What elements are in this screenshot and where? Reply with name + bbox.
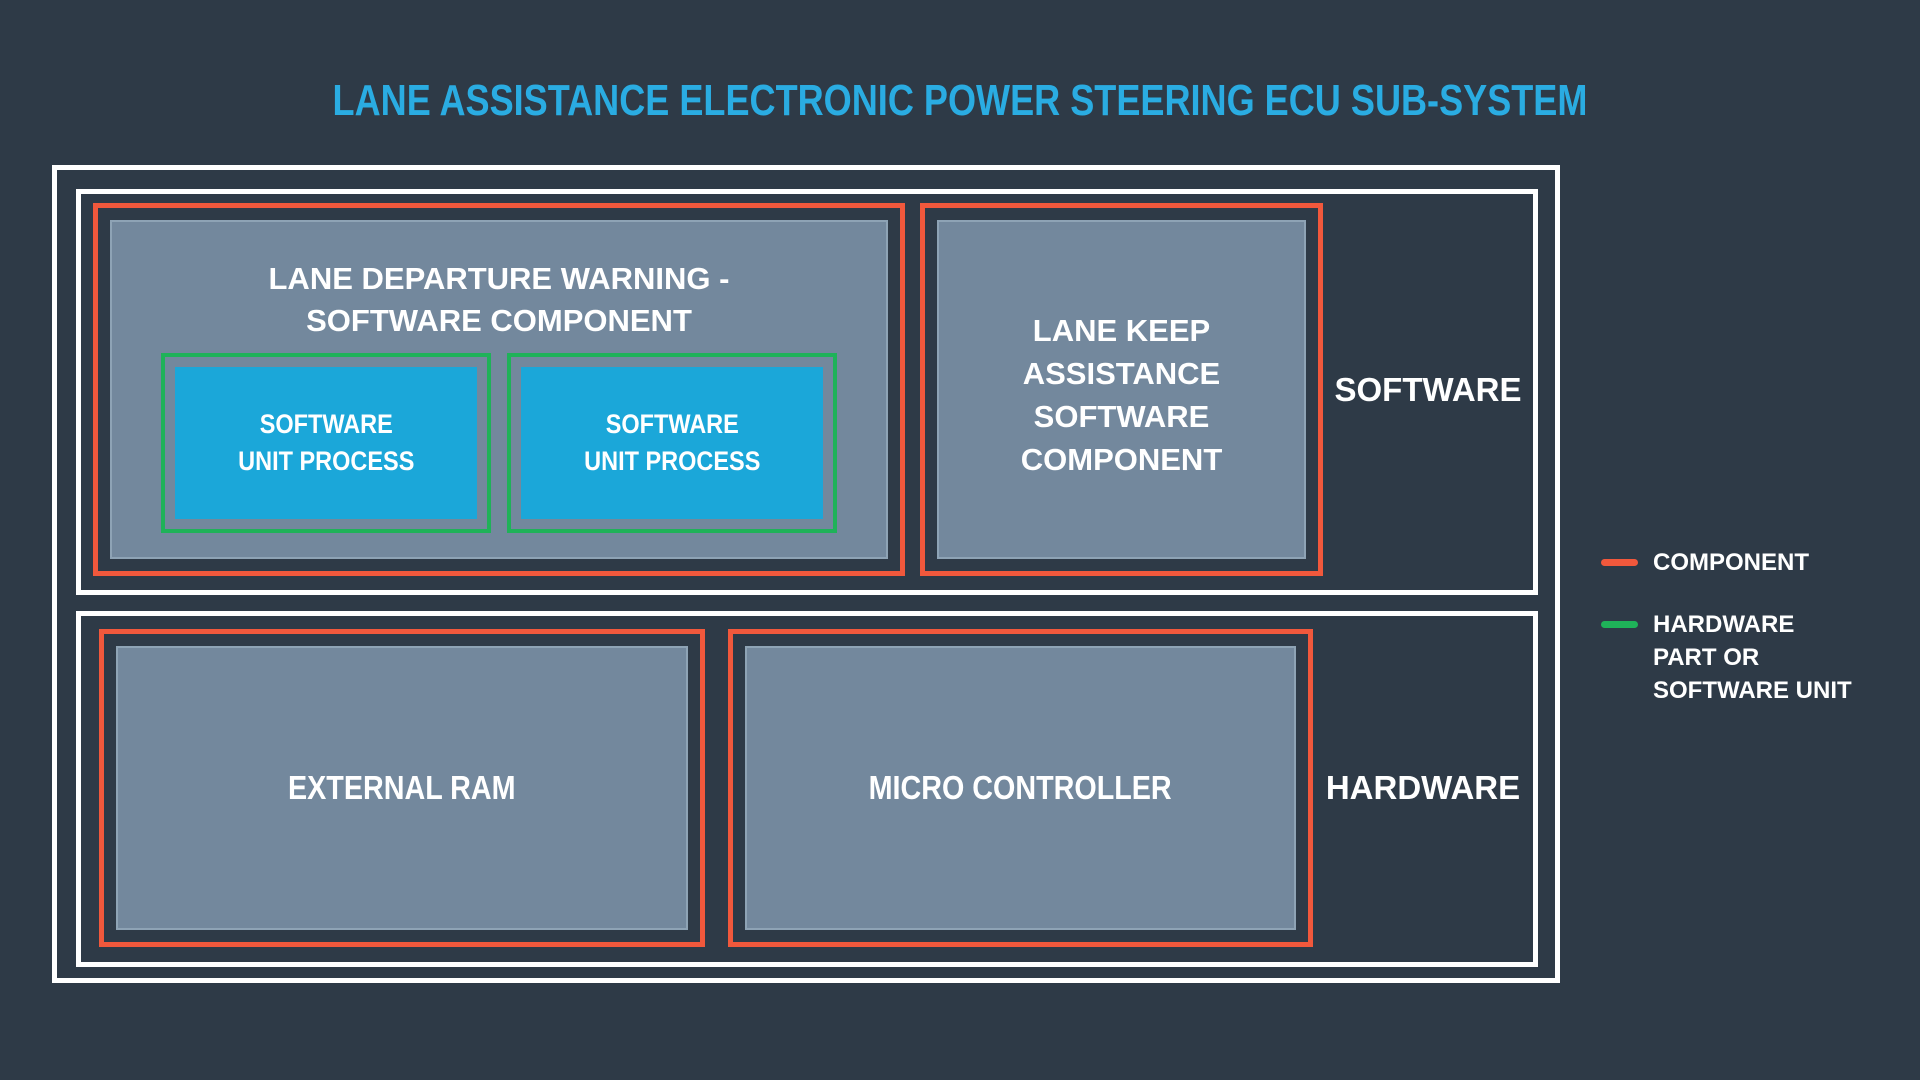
external-ram-label: EXTERNAL RAM [288, 769, 516, 806]
unit-color-swatch [1601, 621, 1638, 628]
lane-keep-assistance-block: LANE KEEP ASSISTANCE SOFTWARE COMPONENT [937, 220, 1306, 559]
label-line: LANE KEEP [1032, 312, 1211, 348]
software-section-label: SOFTWARE [1334, 370, 1522, 408]
software-unit-process-1-label: SOFTWARE UNIT PROCESS [238, 406, 414, 480]
label-line: COMPONENT [1020, 441, 1223, 477]
legend-item-component: COMPONENT [1601, 546, 1901, 579]
software-units-row: SOFTWARE UNIT PROCESS SOFTWARE UNIT PROC… [112, 353, 886, 533]
label-line: PART OR [1653, 644, 1760, 671]
micro-controller-component: MICRO CONTROLLER [728, 629, 1313, 947]
software-unit-process-2-label: SOFTWARE UNIT PROCESS [584, 406, 760, 480]
label-line: ASSISTANCE [1022, 355, 1221, 391]
label-line: SOFTWARE COMPONENT [306, 303, 692, 338]
software-unit-process-1: SOFTWARE UNIT PROCESS [161, 353, 491, 533]
label-line: SOFTWARE [259, 409, 393, 439]
legend-label-unit: HARDWARE PART OR SOFTWARE UNIT [1653, 608, 1852, 707]
hardware-section-label: HARDWARE [1325, 769, 1521, 806]
label-line: SOFTWARE [1033, 398, 1210, 434]
software-unit-process-2-block: SOFTWARE UNIT PROCESS [521, 367, 823, 519]
lane-departure-warning-label: LANE DEPARTURE WARNING - SOFTWARE COMPON… [112, 222, 886, 342]
page-title: LANE ASSISTANCE ELECTRONIC POWER STEERIN… [332, 76, 1588, 125]
micro-controller-label: MICRO CONTROLLER [868, 769, 1173, 806]
label-line: SOFTWARE [605, 409, 739, 439]
label-line: COMPONENT [1653, 549, 1809, 576]
legend-item-hardware-part-or-software-unit: HARDWARE PART OR SOFTWARE UNIT [1601, 608, 1901, 707]
lane-keep-assistance-component: LANE KEEP ASSISTANCE SOFTWARE COMPONENT [920, 203, 1323, 576]
label-line: UNIT PROCESS [237, 446, 415, 476]
micro-controller-block: MICRO CONTROLLER [745, 646, 1296, 930]
label-line: HARDWARE [1653, 611, 1795, 638]
hardware-section: EXTERNAL RAM MICRO CONTROLLER HARDWARE [76, 611, 1538, 967]
label-line: LANE DEPARTURE WARNING - [268, 261, 730, 296]
external-ram-component: EXTERNAL RAM [99, 629, 705, 947]
lane-departure-warning-block: LANE DEPARTURE WARNING - SOFTWARE COMPON… [110, 220, 888, 559]
ecu-subsystem-boundary: LANE DEPARTURE WARNING - SOFTWARE COMPON… [52, 165, 1560, 983]
component-color-swatch [1601, 559, 1638, 566]
label-line: SOFTWARE UNIT [1653, 677, 1852, 704]
legend: COMPONENT HARDWARE PART OR SOFTWARE UNIT [1601, 546, 1901, 736]
label-line: UNIT PROCESS [583, 446, 761, 476]
software-unit-process-1-block: SOFTWARE UNIT PROCESS [175, 367, 477, 519]
external-ram-block: EXTERNAL RAM [116, 646, 688, 930]
lane-departure-warning-component: LANE DEPARTURE WARNING - SOFTWARE COMPON… [93, 203, 905, 576]
software-unit-process-2: SOFTWARE UNIT PROCESS [507, 353, 837, 533]
legend-label-component: COMPONENT [1653, 546, 1809, 579]
software-section: LANE DEPARTURE WARNING - SOFTWARE COMPON… [76, 189, 1538, 595]
